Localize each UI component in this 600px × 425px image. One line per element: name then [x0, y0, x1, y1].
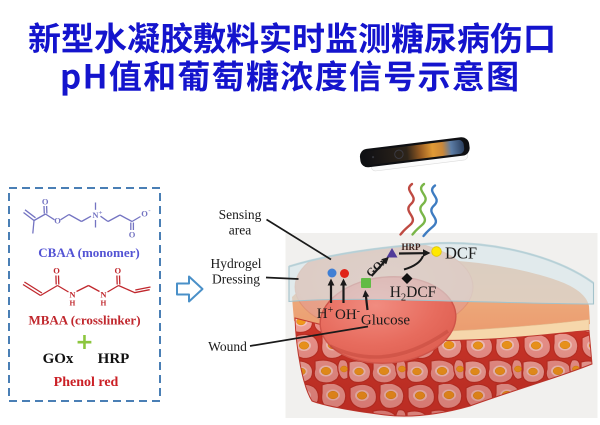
reaction-arrows: [329, 252, 424, 311]
flow-arrow: [176, 275, 204, 303]
cbaa-atom-n-charge: +: [99, 210, 103, 217]
h2dcf-label: H2DCF: [390, 284, 437, 304]
wave-green: [411, 182, 427, 236]
wave-blue: [422, 184, 438, 238]
cbaa-atom-carbonyl-o: O: [42, 197, 49, 207]
sensing-area-label-1: Sensing: [219, 207, 262, 222]
mbaa-atom-labels: O O N N H H: [53, 266, 121, 308]
cbaa-atom-labels: O O N + O O -: [42, 197, 151, 240]
mbaa-atom-left-o: O: [53, 266, 60, 276]
wound-shadow: [329, 329, 449, 359]
phone-clock-widget: [394, 149, 404, 159]
tissue-illustration: [285, 233, 598, 418]
wave-red: [399, 182, 415, 236]
smartphone: [359, 137, 470, 172]
plus-sign: +: [75, 330, 93, 355]
callouts: Sensing area Hydrogel Dressing Wound: [208, 207, 369, 354]
hydrogel-top-edge: [288, 241, 595, 284]
cbaa-atom-ester-o: O: [54, 216, 61, 226]
title-line2-glyphs: [62, 60, 517, 96]
h2dcf-marker: [401, 273, 413, 284]
phenol-red-label: Phenol red: [54, 375, 119, 390]
cbaa-atom-acid-charge: -: [148, 208, 150, 215]
glucose-marker: [361, 278, 371, 288]
mbaa-atom-left-n: N: [69, 290, 76, 300]
cbaa-label: CBAA (monomer): [38, 245, 139, 260]
cbaa-structure: [23, 202, 141, 234]
h-plus-label: H+: [317, 305, 334, 322]
gox-marker: [386, 248, 398, 258]
reagent-panel: O O N + O O - CBAA (monomer): [8, 187, 161, 402]
cbaa-atom-n: N: [92, 210, 99, 220]
mbaa-structure: [22, 275, 151, 297]
hrp-enzyme-label: HRP: [98, 351, 130, 367]
signal-waves: [399, 182, 438, 238]
cbaa-atom-acid-o: O: [141, 209, 148, 219]
dcf-label: DCF: [445, 244, 477, 263]
dcf-marker: [431, 246, 442, 257]
phone-screen: [365, 139, 465, 165]
title-line1-glyphs: [28, 22, 553, 54]
wound-label: Wound: [208, 339, 247, 354]
gox-enzyme-label: GOx: [43, 351, 74, 367]
mbaa-atom-right-n: N: [100, 290, 107, 300]
mbaa-label: MBAA (crosslinker): [28, 313, 140, 328]
glucose-label: Glucose: [361, 313, 410, 329]
cbaa-atom-dbl-o: O: [129, 230, 136, 240]
reaction-arrowheads: [327, 249, 431, 298]
oh-ion-marker: [340, 269, 349, 278]
phone-camera: [371, 156, 375, 159]
h-ion-marker: [327, 268, 337, 278]
callout-lines: [249, 218, 369, 347]
hydrogel-label-2: Dressing: [212, 272, 260, 287]
sensing-area-label-2: area: [229, 223, 251, 238]
mbaa-atom-right-h: H: [100, 299, 106, 308]
hydrogel-label-1: Hydrogel: [211, 256, 262, 271]
sensing-markers: [327, 246, 442, 288]
oh-minus-label: OH-: [335, 306, 360, 323]
hrp-label: HRP: [402, 242, 422, 252]
mbaa-atom-right-o: O: [114, 266, 121, 276]
mbaa-atom-left-h: H: [69, 299, 75, 308]
page-title: [28, 22, 553, 96]
